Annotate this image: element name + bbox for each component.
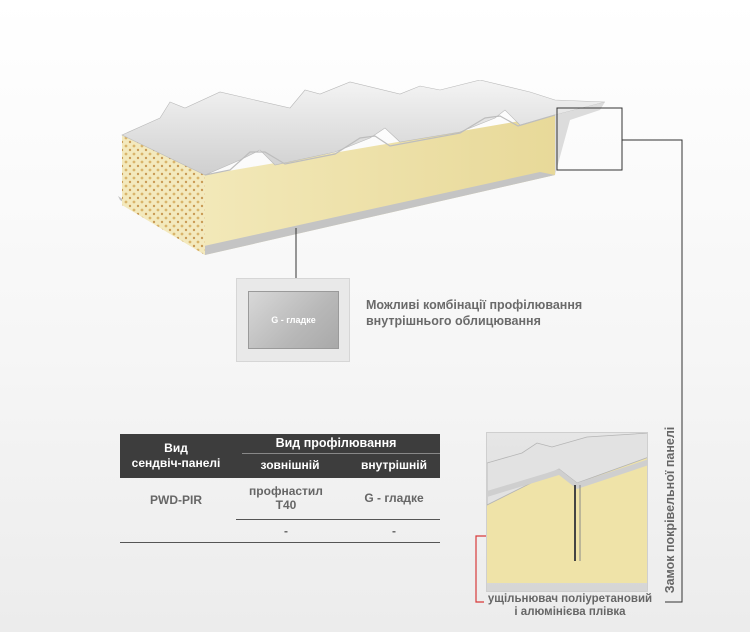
col-type-line2: сендвіч-панелі <box>131 456 221 470</box>
col-external-header: зовнішній <box>260 458 320 472</box>
table-row: PWD-PIR профнастил T40 G - гладке <box>120 478 440 520</box>
table-row: - - <box>120 520 440 544</box>
row-divider <box>236 519 440 520</box>
sandwich-panel-illustration <box>118 80 606 255</box>
combination-note: Можливі комбінації профілювання внутрішн… <box>366 297 626 329</box>
seal-note: ущільнювач поліуретановий і алюмінієва п… <box>470 593 670 619</box>
lock-label: Замок покрівельної панелі <box>658 410 682 610</box>
cell-type: PWD-PIR <box>150 493 202 507</box>
col-type-header: Вид сендвіч-панелі <box>120 434 232 478</box>
cell-external-line2: T40 <box>275 498 297 512</box>
seal-note-line1: ущільнювач поліуретановий <box>487 593 653 605</box>
cell-internal: G - гладке <box>364 491 424 505</box>
table-bottom-line <box>120 542 440 543</box>
combination-note-line2: внутрішнього облицювання <box>366 314 541 328</box>
lock-label-text: Замок покрівельної панелі <box>663 426 677 594</box>
detail-drawing <box>487 433 647 583</box>
panel-lock-detail-photo <box>486 432 648 592</box>
inner-facing-sample: G - гладке <box>236 278 350 362</box>
sample-label: G - гладке <box>271 315 316 325</box>
col-type-line1: Вид <box>164 441 188 455</box>
header-divider <box>242 453 440 454</box>
combination-note-line1: Можливі комбінації профілювання <box>366 298 583 312</box>
cell-external-line1: профнастил <box>249 484 323 498</box>
col-profile-header: Вид профілювання <box>275 436 397 450</box>
table-header: Вид сендвіч-панелі Вид профілювання зовн… <box>120 434 440 478</box>
cell-internal: - <box>392 524 396 538</box>
smooth-facing-swatch: G - гладке <box>248 291 339 349</box>
cell-external: профнастил T40 <box>236 484 336 512</box>
profile-table: Вид сендвіч-панелі Вид профілювання зовн… <box>120 434 440 544</box>
col-internal-header: внутрішній <box>361 458 427 472</box>
seal-note-line2: і алюмінієва плівка <box>514 606 626 618</box>
cell-external: - <box>284 524 288 538</box>
